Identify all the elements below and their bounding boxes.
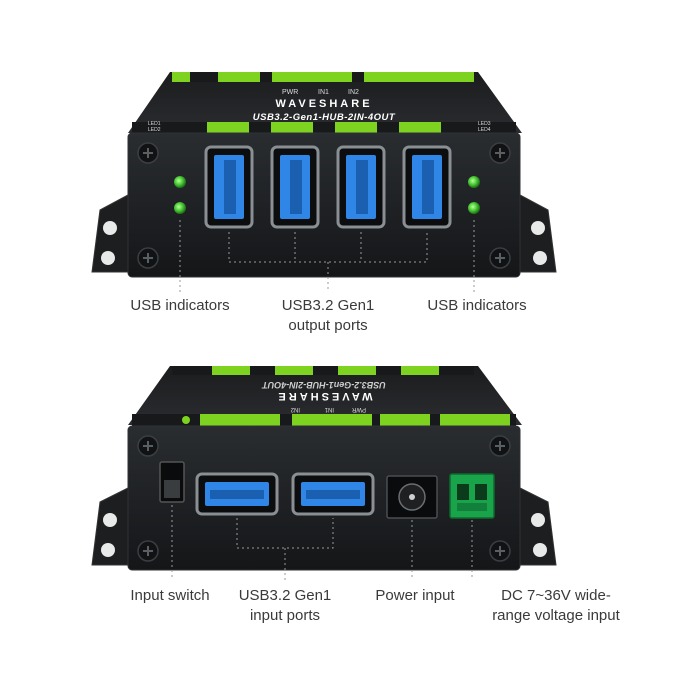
usb-indicators-label-left: USB indicators	[110, 296, 250, 316]
mounting-flange-left	[91, 487, 129, 566]
power-input-label: Power input	[360, 586, 470, 606]
usb-indicator-led	[174, 176, 186, 188]
model-name: USB3.2-Gen1-HUB-2IN-4OUT	[253, 112, 396, 123]
label-text: Input switch	[130, 587, 210, 604]
usb-input-ports-label: USB3.2 Gen1 input ports	[218, 586, 352, 626]
label-text: USB3.2 Gen1	[238, 587, 332, 604]
front-view-hub: PWR IN1 IN2 WAVESHARE USB3.2-Gen1-HUB-2I…	[91, 72, 557, 278]
brand-logo: WAVESHARE	[275, 390, 372, 402]
usb-input-port	[291, 472, 375, 516]
in2-silk-label: IN2	[348, 89, 359, 96]
usb-output-port	[204, 145, 254, 229]
usb-indicator-led	[468, 176, 480, 188]
usb-indicators-label-right: USB indicators	[407, 296, 547, 316]
usb-input-port	[195, 472, 279, 516]
mounting-flange-right	[519, 194, 557, 273]
led-silk-label: LED4	[478, 127, 491, 133]
input-switch-label: Input switch	[110, 586, 230, 606]
usb-output-port	[336, 145, 386, 229]
pwr-silk-label: PWR	[282, 89, 298, 96]
led-silk-label: LED1	[148, 121, 161, 127]
label-text: DC 7~36V wide-	[501, 587, 611, 604]
usb-output-ports-label: USB3.2 Gen1 output ports	[248, 296, 408, 336]
in1-silk-label: IN1	[324, 406, 334, 412]
usb-output-port	[402, 145, 452, 229]
led-silk-label: LED2	[148, 127, 161, 133]
in2-silk-label: IN2	[290, 406, 300, 412]
label-text: Power input	[375, 587, 455, 604]
brand-logo: WAVESHARE	[275, 98, 372, 110]
label-text: USB indicators	[427, 297, 527, 314]
pwr-silk-label: PWR	[351, 406, 366, 412]
led-silk-label: LED3	[478, 121, 491, 127]
hub-front-panel	[127, 132, 521, 278]
dc-barrel-jack	[386, 475, 438, 519]
hub-top-surface	[128, 366, 522, 425]
terminal-block	[449, 473, 495, 519]
mounting-flange-right	[519, 487, 557, 566]
back-callout-lines	[171, 505, 473, 580]
in1-silk-label: IN1	[318, 89, 329, 96]
back-view-hub: USB3.2-Gen1-HUB-2IN-4OUT WAVESHARE IN2 I…	[91, 366, 557, 571]
dc-voltage-input-label: DC 7~36V wide- range voltage input	[476, 586, 636, 626]
label-text: USB3.2 Gen1	[281, 297, 375, 314]
model-name: USB3.2-Gen1-HUB-2IN-4OUT	[261, 380, 386, 390]
usb-indicator-led	[174, 202, 186, 214]
hub-top-surface	[128, 72, 522, 133]
mounting-flange-left	[91, 194, 129, 273]
usb-indicator-led	[468, 202, 480, 214]
usb-output-port	[270, 145, 320, 229]
label-text: output ports	[288, 317, 368, 334]
input-switch	[159, 461, 185, 503]
label-text: USB indicators	[130, 297, 230, 314]
label-text: range voltage input	[492, 607, 620, 624]
label-text: input ports	[249, 607, 321, 624]
front-callout-lines	[179, 220, 475, 292]
